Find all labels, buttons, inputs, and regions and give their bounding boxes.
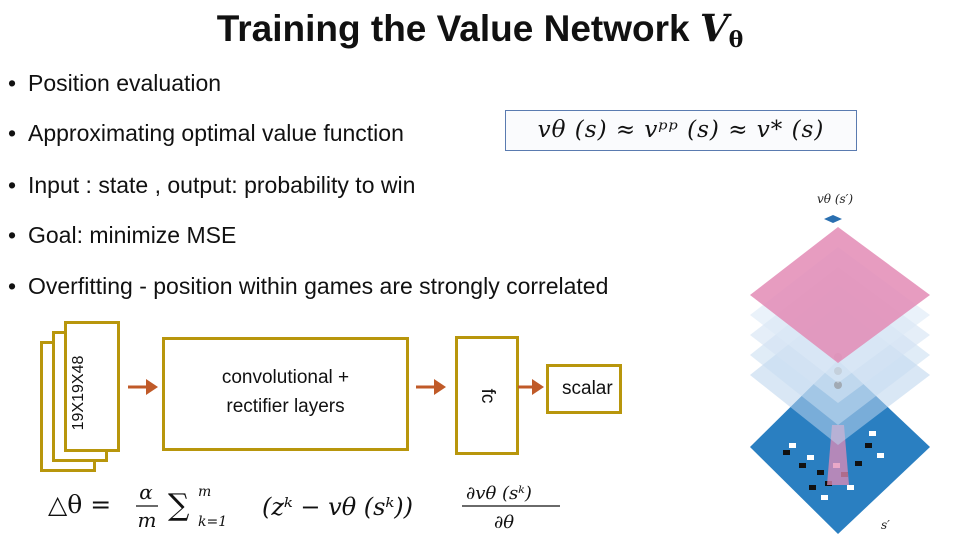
arrow-fc-to-scalar [518, 379, 544, 395]
sum-symbol: ∑ [168, 488, 190, 523]
conv-label-line1: convolutional + [221, 367, 350, 388]
output-node [824, 215, 842, 223]
value-network-illustration: vθ (s′) s′ [750, 192, 930, 534]
gradient-numerator: ∂vθ (sᵏ) [466, 483, 532, 504]
step-size-numerator: α [139, 480, 153, 504]
top-layer [750, 227, 930, 363]
conv-label-line2: rectifier layers [226, 396, 345, 417]
fc-layer-box: fc [455, 336, 519, 455]
bullet-overfitting: •Overfitting - position within games are… [8, 273, 609, 299]
fc-label: fc [477, 388, 498, 403]
value-network-symbol: V [699, 6, 729, 50]
input-size-label: 19X19X48 [70, 355, 87, 431]
bullet-position-evaluation: •Position evaluation [8, 70, 222, 96]
slide-title: Training the Value Network Vθ [0, 6, 960, 53]
gradient-denominator: ∂θ [494, 512, 514, 533]
step-size-denominator: m [138, 508, 157, 532]
weight-update-equation: △θ = α m ∑ m k=1 (zᵏ − vθ (sᵏ)) ∂vθ (sᵏ)… [48, 480, 560, 533]
slide-title-text: Training the Value Network [216, 8, 690, 49]
scalar-label: scalar [562, 378, 613, 399]
board-state-label: s′ [881, 518, 890, 532]
update-body: (zᵏ − vθ (sᵏ)) [262, 493, 413, 521]
bullet-input-output: •Input : state , output: probability to … [8, 172, 416, 198]
output-value-label: vθ (s′) [817, 192, 853, 206]
update-lhs: △θ = [48, 490, 111, 519]
input-plane-front [64, 321, 120, 452]
conv-layers-box: convolutional + rectifier layers [162, 337, 409, 451]
bullet-approximating: •Approximating optimal value function [8, 120, 404, 146]
sum-upper: m [198, 484, 211, 500]
value-network-subscript: θ [728, 27, 744, 53]
bullet-goal: •Goal: minimize MSE [8, 222, 237, 248]
arrow-input-to-conv [128, 379, 158, 395]
sum-lower: k=1 [198, 514, 227, 530]
value-approximation-formula: vθ (s) ≈ vᵖᵖ (s) ≈ v* (s) [505, 110, 857, 151]
scalar-output-box: scalar [546, 364, 622, 414]
arrow-conv-to-fc [416, 379, 446, 395]
value-approximation-text: vθ (s) ≈ vᵖᵖ (s) ≈ v* (s) [537, 117, 825, 143]
